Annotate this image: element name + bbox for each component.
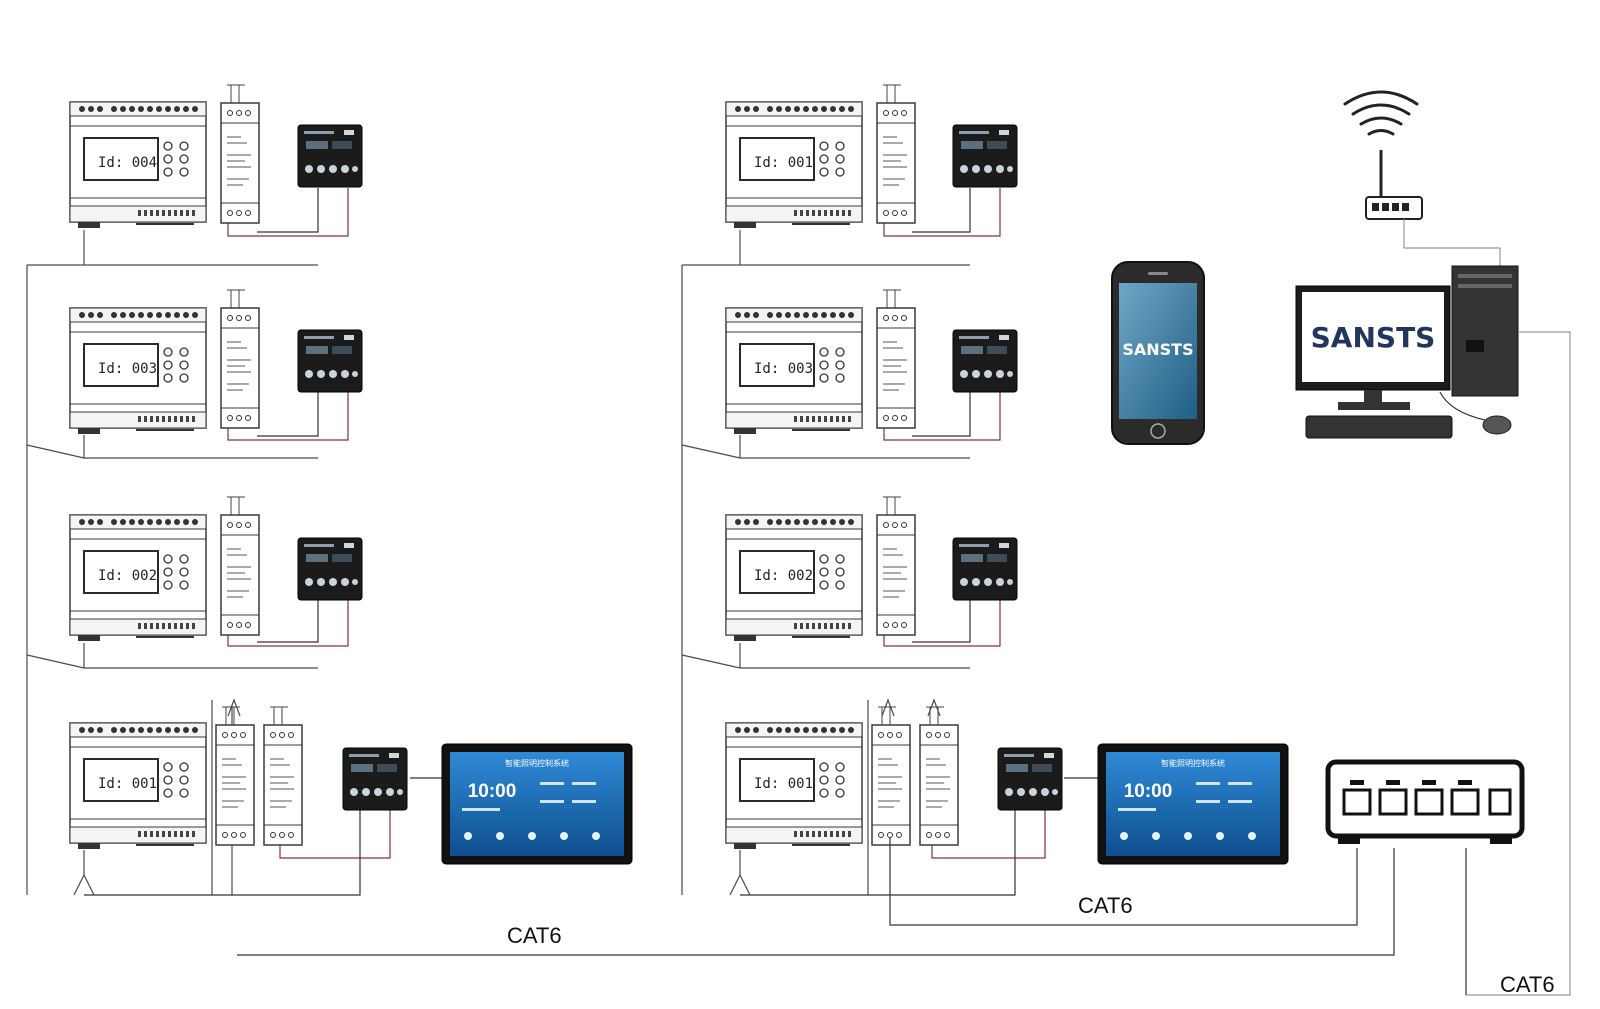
power-module [871,706,911,846]
network-switch [1325,759,1525,844]
module-id-label: Id: 004 [98,155,157,171]
wall-control-panel[interactable] [342,747,408,811]
phone-brand-label: SANSTS [1122,340,1193,359]
cat6-label-right: CAT6 [1500,972,1555,997]
touch-screen-panel[interactable]: 智能照明控制系统 10:00 [441,743,633,865]
wall-control-panel[interactable] [997,747,1063,811]
power-module [220,84,260,224]
module-id-label: Id: 003 [98,361,157,377]
touch-screen-clock: 10:00 [468,781,517,802]
desktop-computer: SANSTS [1295,265,1571,996]
wall-control-panel[interactable] [297,329,363,393]
wall-control-panel[interactable] [952,124,1018,188]
bus-module [263,706,303,846]
cat6-cabling [237,838,1467,995]
bus-module [919,706,959,846]
module-id-label: Id: 002 [754,568,813,584]
power-module [876,84,916,224]
wall-control-panel[interactable] [952,329,1018,393]
wifi-signal-icon [1343,90,1419,136]
power-module [220,496,260,636]
mouse-icon [1482,415,1512,435]
module-id-label: Id: 003 [754,361,813,377]
touch-screen-title: 智能照明控制系统 [1161,758,1225,768]
module-id-label: Id: 001 [98,776,157,792]
cat6-label-left: CAT6 [507,923,562,948]
wall-control-panel[interactable] [297,124,363,188]
module-id-label: Id: 001 [754,776,813,792]
right-controller-group: Id: 001 Id: 003 Id: 002 Id: 001 智能照明控制系统… [681,84,1289,896]
computer-brand-label: SANSTS [1311,321,1436,354]
power-module [876,289,916,429]
cat6-label-middle: CAT6 [1078,893,1133,918]
module-id-label: Id: 001 [754,155,813,171]
touch-screen-clock: 10:00 [1124,781,1173,802]
power-module [220,289,260,429]
power-module [215,706,255,846]
phone-home-button [1150,423,1166,439]
left-controller-group: Id: 004 Id: 003 Id: 002 Id: 001 智能照明控制系统… [26,84,633,896]
touch-screen-panel[interactable]: 智能照明控制系统 10:00 [1097,743,1289,865]
wall-control-panel[interactable] [952,537,1018,601]
module-id-label: Id: 002 [98,568,157,584]
wall-control-panel[interactable] [297,537,363,601]
touch-screen-title: 智能照明控制系统 [505,758,569,768]
power-module [876,496,916,636]
keyboard-icon [1305,415,1453,439]
wifi-router [1343,90,1501,268]
smartphone: SANSTS [1111,261,1205,445]
